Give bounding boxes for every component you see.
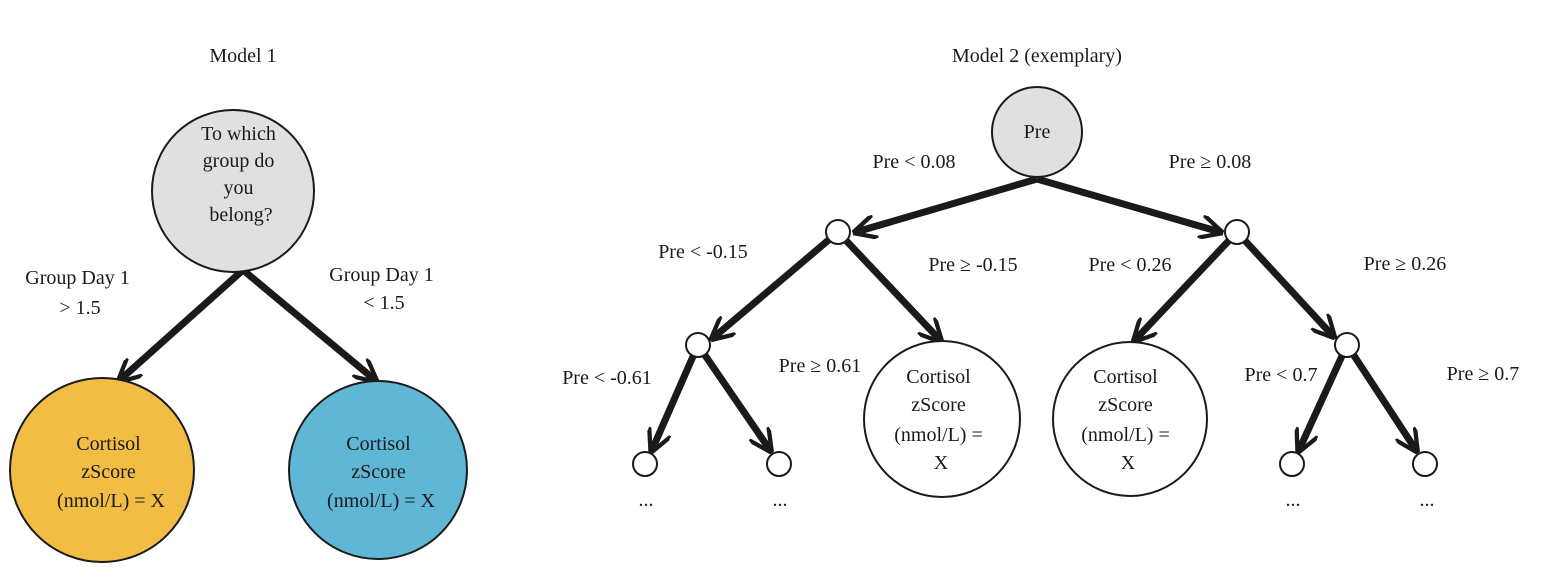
model2-terminal-node-1: [632, 451, 658, 477]
model2-edge-label-d-left: Pre < 0.7: [1245, 364, 1318, 386]
model2-edge-b-left: [1135, 229, 1240, 340]
model2-edge-a-right: [835, 229, 940, 340]
model2-edge-label-b-right: Pre ≥ 0.26: [1364, 253, 1447, 275]
model2-ellipsis-2: ...: [773, 489, 788, 511]
model2-ellipsis-1: ...: [639, 489, 654, 511]
model2-edge-label-c-right: Pre ≥ 0.61: [779, 355, 862, 377]
model2-edge-c-right: [695, 343, 770, 450]
model2-edge-label-c-left: Pre < -0.61: [562, 367, 652, 389]
model2-ellipsis-3: ...: [1286, 489, 1301, 511]
model2-edge-d-left: [1299, 343, 1351, 450]
model2-edge-label-root-left: Pre < 0.08: [873, 151, 956, 173]
model2-edge-label-a-left: Pre < -0.15: [658, 241, 748, 263]
model1-right-leaf-node: [288, 380, 468, 560]
model1-root-node: [151, 109, 315, 273]
model2-split-node-d: [1334, 332, 1360, 358]
model2-split-node-b: [1224, 219, 1250, 245]
model1-right-edge-label: Group Day 1 < 1.5: [329, 264, 438, 314]
model1-panel: Model 1 To which group do you belong? Gr…: [9, 45, 468, 563]
model1-left-leaf-label: Cortisol zScore (nmol/L) = X: [57, 433, 165, 512]
model1-right-leaf-label: Cortisol zScore (nmol/L) = X: [327, 433, 435, 512]
model2-edge-label-b-left: Pre < 0.26: [1089, 254, 1172, 276]
model2-edge-label-a-right: Pre ≥ -0.15: [928, 254, 1017, 276]
model2-leaf-node-left: [863, 340, 1021, 498]
model2-terminal-node-4: [1412, 451, 1438, 477]
model2-title: Model 2 (exemplary): [952, 45, 1122, 67]
model2-leaf-label-left: Cortisol zScore (nmol/L) = X: [894, 366, 988, 474]
model2-terminal-node-2: [766, 451, 792, 477]
model2-split-node-c: [685, 332, 711, 358]
model1-title: Model 1: [209, 45, 276, 67]
model2-edge-a-left: [713, 229, 841, 338]
model2-edge-label-root-right: Pre ≥ 0.08: [1169, 151, 1252, 173]
model2-terminal-node-3: [1279, 451, 1305, 477]
model2-edge-root-right: [1036, 175, 1220, 232]
model1-left-leaf-node: [9, 377, 195, 563]
model2-leaf-label-right: Cortisol zScore (nmol/L) = X: [1081, 366, 1175, 474]
model2-root-node: [991, 86, 1083, 178]
model2-edge-d-right: [1344, 343, 1416, 450]
model2-edge-label-d-right: Pre ≥ 0.7: [1447, 363, 1520, 385]
model1-root-label: To which group do you belong?: [201, 123, 281, 226]
model2-edge-b-right: [1234, 229, 1333, 336]
model2-edge-c-left: [652, 343, 702, 450]
model2-edge-root-left: [856, 175, 1038, 232]
model2-split-node-a: [825, 219, 851, 245]
model1-left-edge-label: Group Day 1 > 1.5: [25, 267, 134, 319]
model2-leaf-node-right: [1052, 341, 1208, 497]
model2-ellipsis-4: ...: [1420, 489, 1435, 511]
model1-edge-left: [120, 267, 246, 380]
model2-panel: Model 2 (exemplary) Pre ... ... ... ...: [562, 45, 1519, 511]
model2-root-label: Pre: [1024, 121, 1051, 143]
model1-edge-right: [240, 267, 375, 380]
